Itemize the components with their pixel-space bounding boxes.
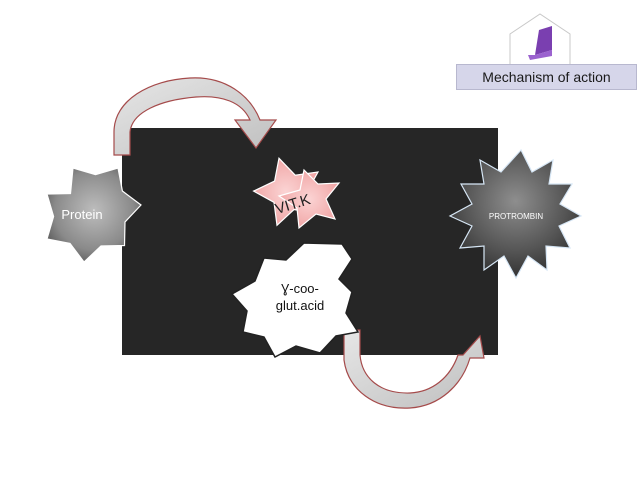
curved-arrow-bottom [343,329,485,409]
protrombin-star [448,148,583,280]
glut-acid-label-line1: Ɣ-coo- [281,281,319,296]
vitk-star-shadow [277,168,341,230]
protein-star [46,167,142,263]
curved-arrow-top [113,77,278,156]
glut-acid-label-line2: glut.acid [276,298,324,313]
glut-acid-star [230,242,360,359]
protrombin-label: PROTROMBIN [489,212,543,221]
mechanism-title: Mechanism of action [456,64,637,90]
book-icon [509,13,571,64]
protein-label: Protein [61,207,102,222]
